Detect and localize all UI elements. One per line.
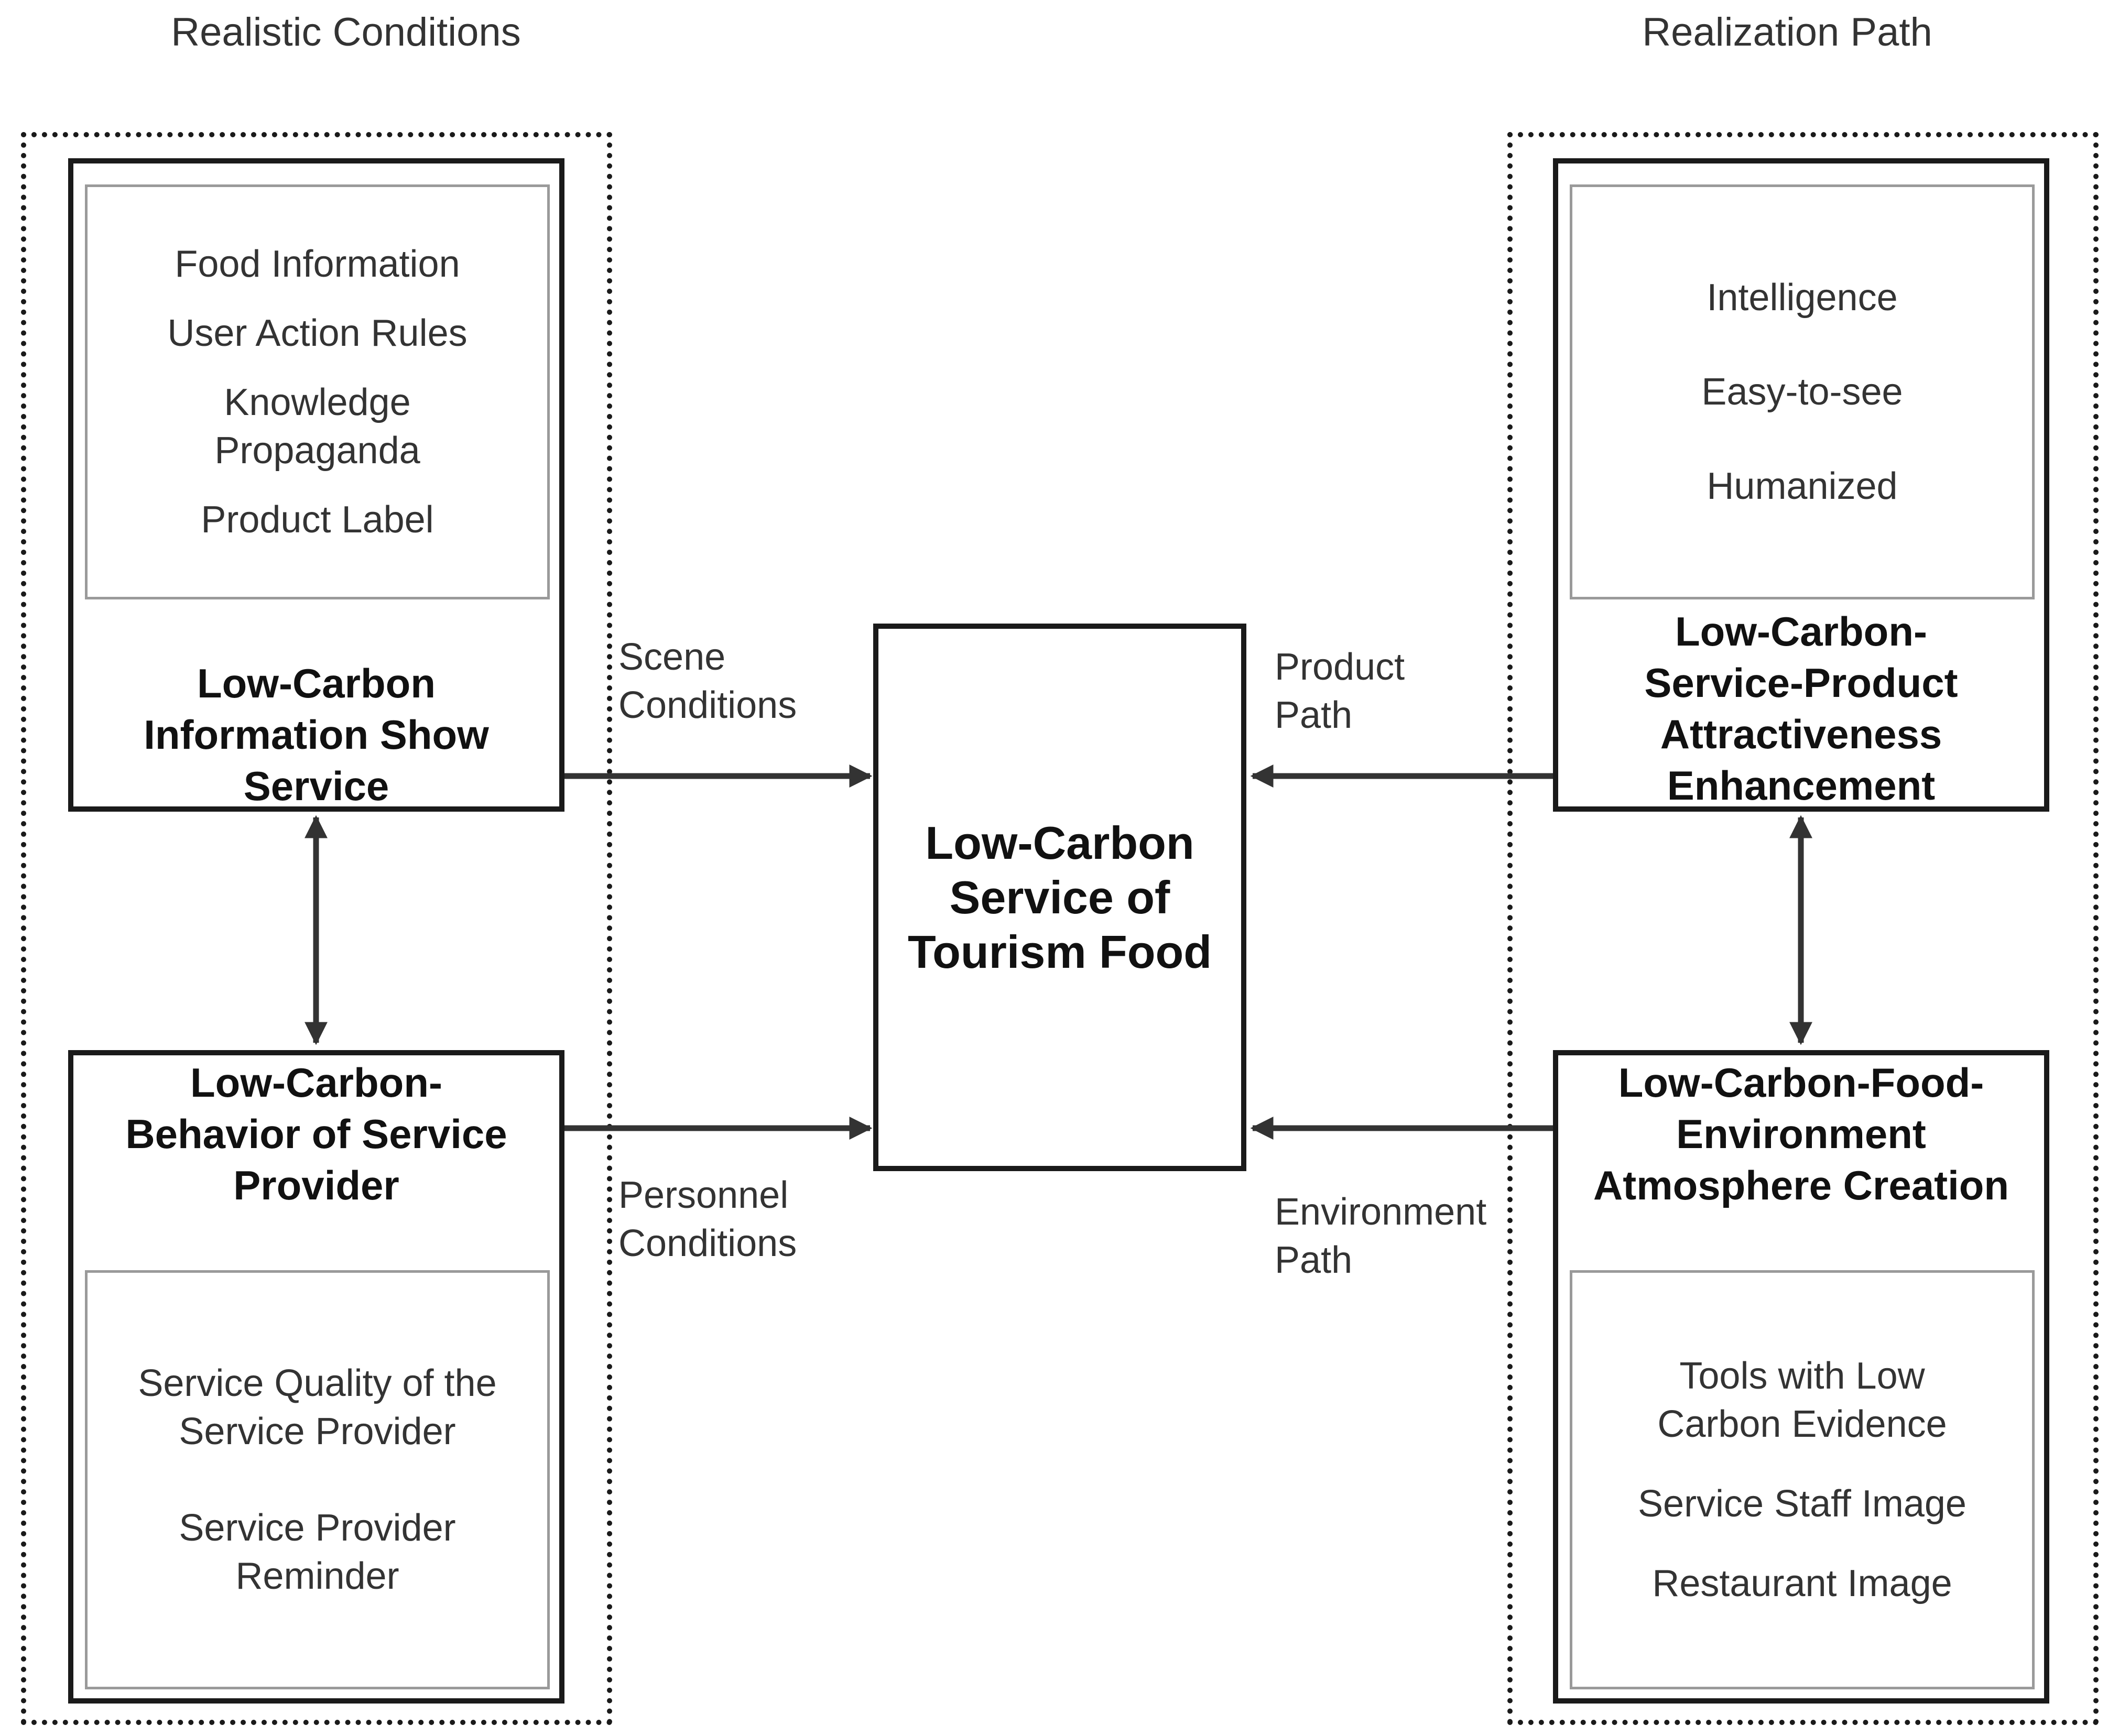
item-food-information: Food Information (175, 243, 460, 285)
item-user-action-rules: User Action Rules (167, 312, 468, 354)
service-provider-behavior-box: Low-Carbon-Behavior of Service Provider … (68, 1050, 564, 1704)
item-product-label: Product Label (201, 499, 434, 541)
environment-atmosphere-heading: Low-Carbon-Food-Environment Atmosphere C… (1558, 1055, 2044, 1213)
item-humanized: Humanized (1707, 465, 1898, 507)
item-service-staff-image: Service Staff Image (1638, 1483, 1966, 1525)
item-easy-to-see: Easy-to-see (1701, 371, 1903, 413)
left-column-title: Realistic Conditions (171, 10, 521, 54)
service-product-attractiveness-box: Intelligence Easy-to-see Humanized Low-C… (1553, 158, 2049, 812)
item-service-provider-reminder: Service Provider Reminder (179, 1507, 456, 1597)
information-show-heading: Low-Carbon Information Show Service (73, 656, 559, 813)
information-show-service-box: Food Information User Action Rules Knowl… (68, 158, 564, 812)
item-knowledge-propaganda: Knowledge Propaganda (214, 381, 420, 472)
information-show-heading-text: Low-Carbon Information Show Service (144, 660, 489, 809)
scene-conditions-label: Scene Conditions (618, 636, 797, 726)
product-path-label: Product Path (1275, 646, 1405, 736)
environment-atmosphere-heading-text: Low-Carbon-Food-Environment Atmosphere C… (1593, 1060, 2009, 1208)
personnel-conditions-label: Personnel Conditions (618, 1174, 797, 1264)
information-show-items: Food Information User Action Rules Knowl… (85, 184, 550, 599)
realistic-conditions-group (21, 132, 612, 1725)
environment-atmosphere-box: Low-Carbon-Food-Environment Atmosphere C… (1553, 1050, 2049, 1704)
service-provider-items: Service Quality of the Service Provider … (85, 1270, 550, 1689)
service-provider-behavior-heading: Low-Carbon-Behavior of Service Provider (73, 1055, 559, 1213)
attractiveness-heading-text: Low-Carbon-Service-Product Attractivenes… (1644, 608, 1958, 809)
item-service-quality: Service Quality of the Service Provider (138, 1362, 497, 1453)
low-carbon-service-center-box: Low-Carbon Service of Tourism Food (873, 624, 1246, 1171)
item-restaurant-image: Restaurant Image (1652, 1563, 1952, 1604)
item-low-carbon-tools: Tools with Low Carbon Evidence (1657, 1355, 1947, 1445)
service-provider-behavior-heading-text: Low-Carbon-Behavior of Service Provider (125, 1060, 507, 1208)
attractiveness-items: Intelligence Easy-to-see Humanized (1570, 184, 2035, 599)
item-intelligence: Intelligence (1707, 277, 1898, 319)
right-column-title: Realization Path (1642, 10, 1932, 54)
center-label: Low-Carbon Service of Tourism Food (907, 816, 1212, 978)
attractiveness-heading: Low-Carbon-Service-Product Attractivenes… (1558, 604, 2044, 813)
environment-path-label: Environment Path (1275, 1191, 1487, 1281)
realization-path-group (1507, 132, 2099, 1725)
environment-atmosphere-items: Tools with Low Carbon Evidence Service S… (1570, 1270, 2035, 1689)
